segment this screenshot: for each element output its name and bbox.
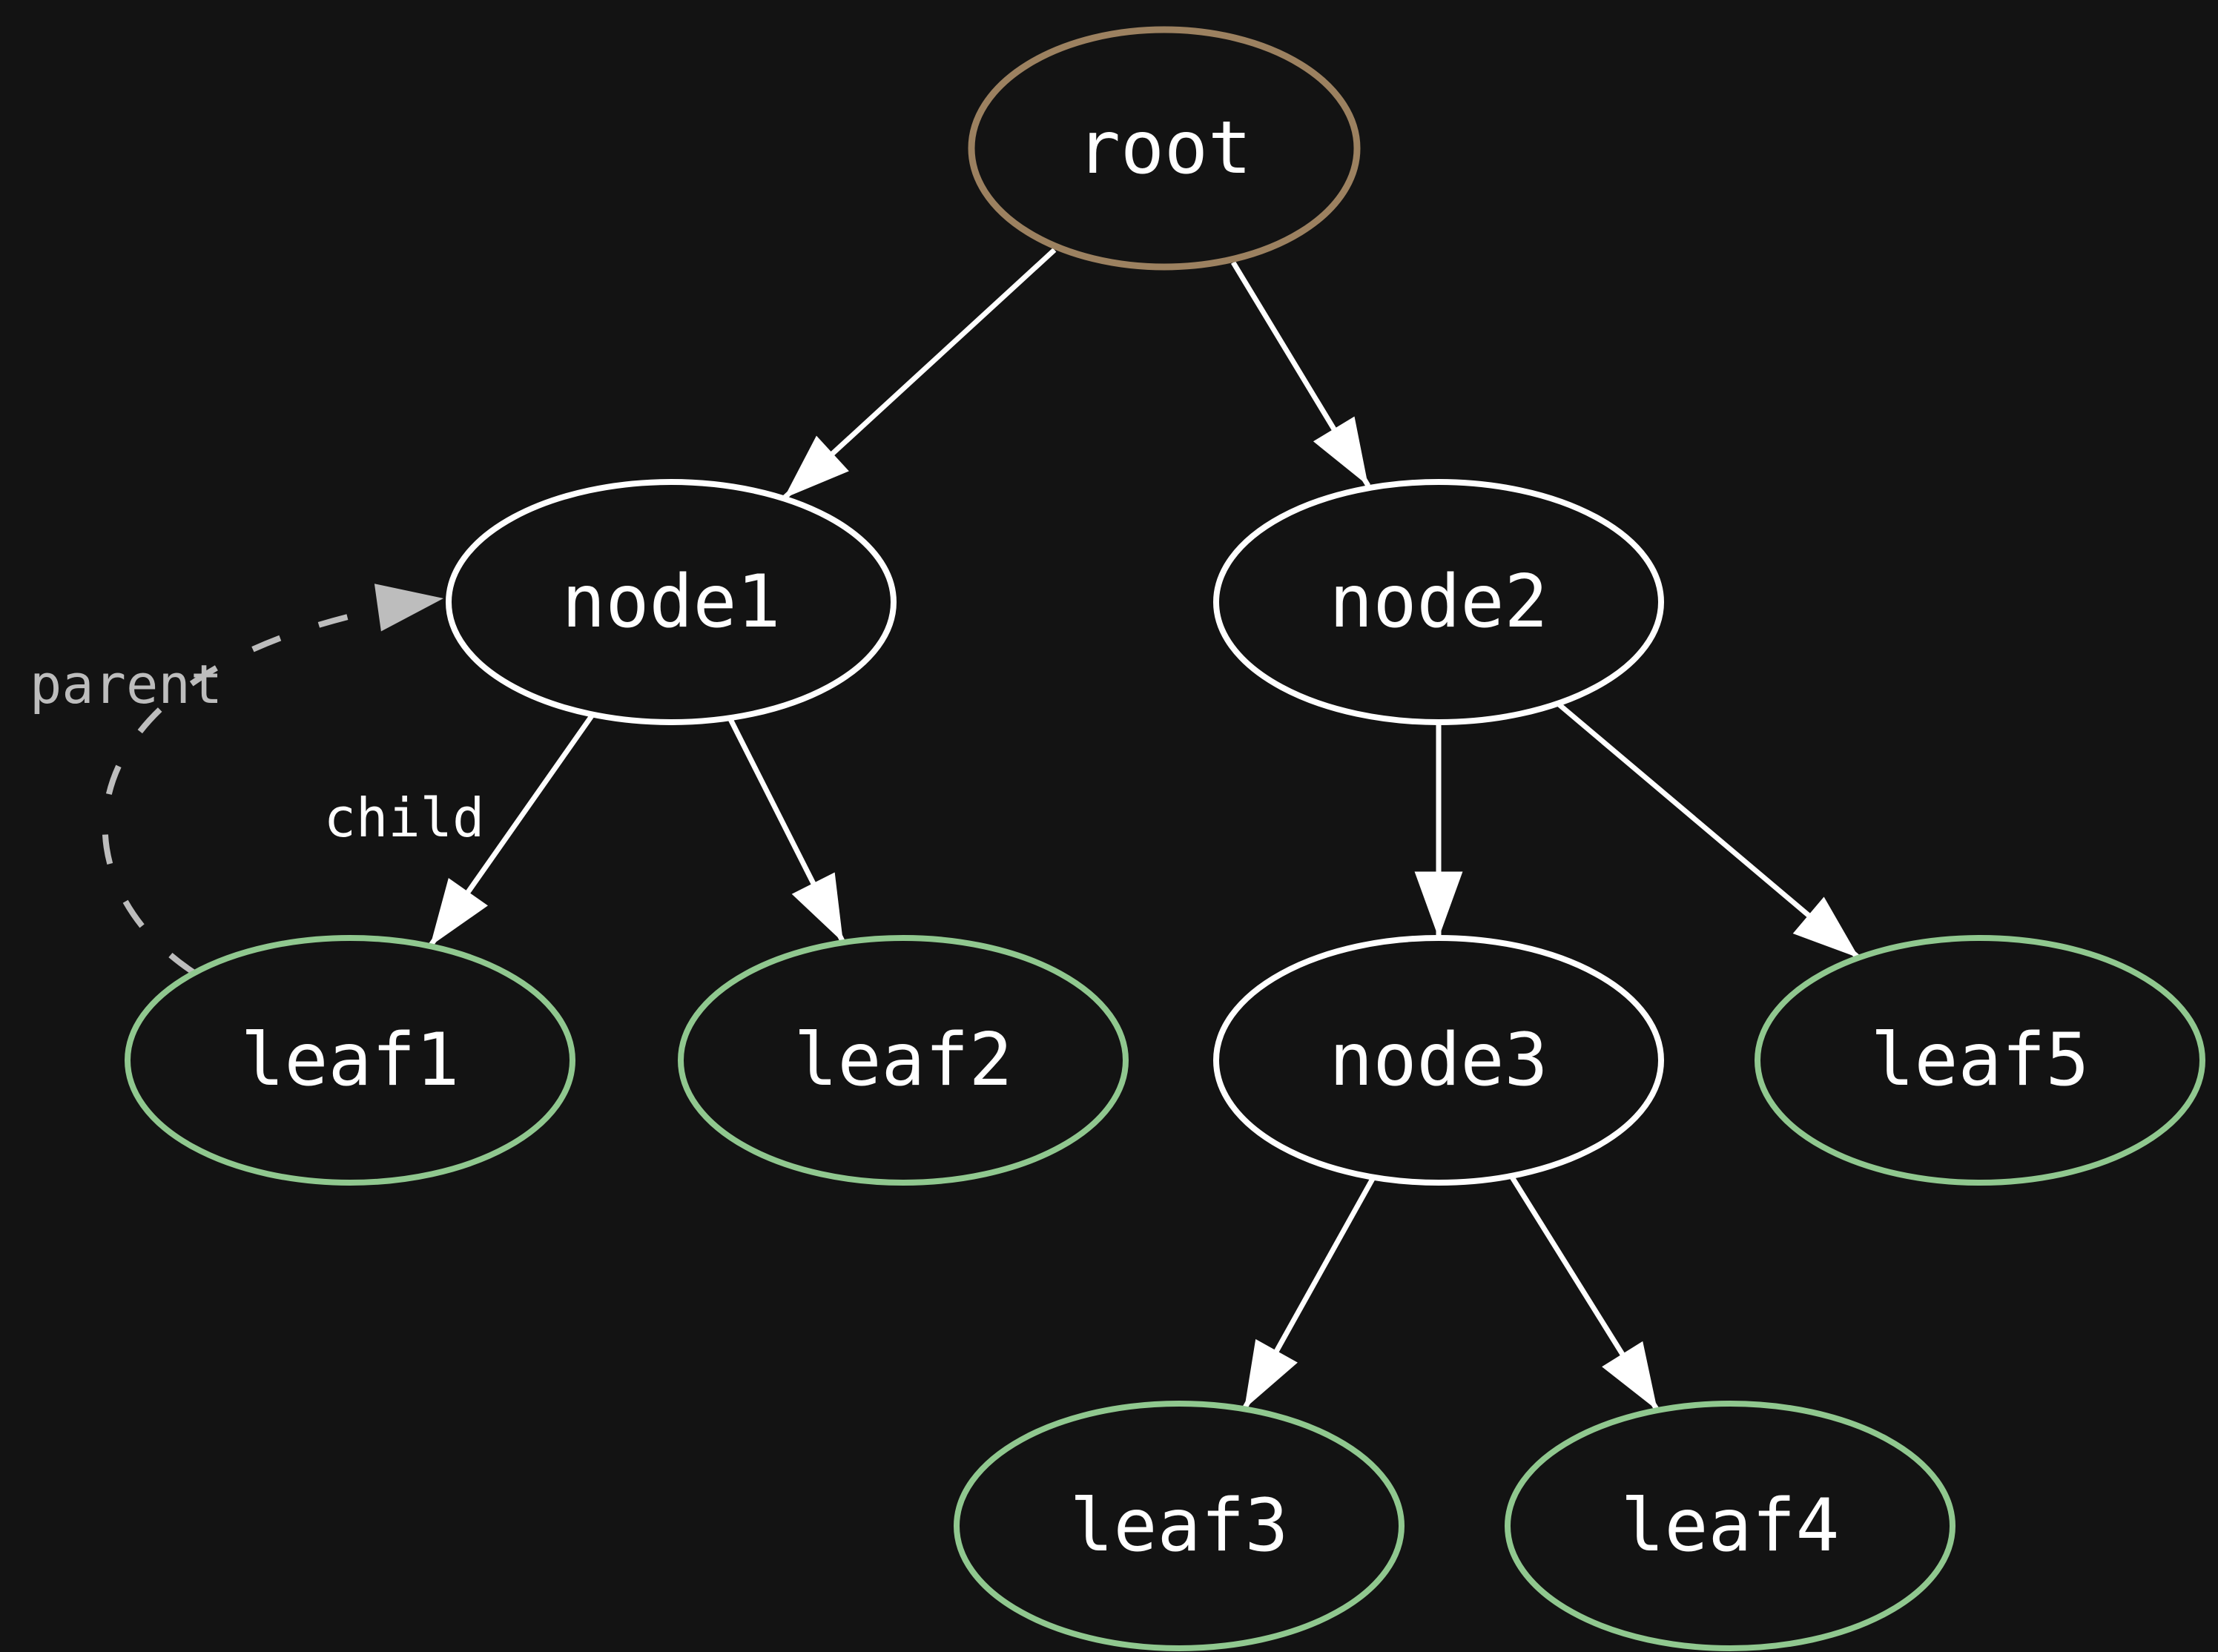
parent-edge: [102, 584, 444, 976]
node-leaf5: leaf5: [1755, 935, 2205, 1186]
node-ellipse-root: [968, 26, 1361, 271]
node-label-leaf5: leaf5: [1870, 1018, 2089, 1103]
node-label-leaf4: leaf4: [1620, 1484, 1839, 1568]
edge-node1-leaf2: [727, 716, 846, 944]
edge-label-child: child: [324, 787, 485, 849]
node-ellipse-node2: [1213, 479, 1664, 725]
edge-node3-leaf3: [1241, 1176, 1376, 1410]
edge-root-node2: [1231, 261, 1370, 487]
edge-label-parent: parent: [30, 653, 222, 716]
edge-node2-leaf5: [1556, 701, 1861, 960]
node-label-leaf2: leaf2: [793, 1018, 1012, 1103]
node-leaf1: leaf1: [125, 935, 575, 1186]
node-label-leaf1: leaf1: [240, 1018, 459, 1103]
node-ellipse-node3: [1213, 935, 1664, 1186]
node-node1: node1: [446, 479, 897, 725]
node-ellipse-leaf5: [1755, 935, 2205, 1186]
node-ellipse-leaf4: [1505, 1401, 1955, 1651]
node-ellipse-leaf3: [954, 1401, 1405, 1651]
edge-node3-leaf4: [1509, 1174, 1660, 1412]
node-ellipse-leaf1: [125, 935, 575, 1186]
node-ellipse-node1: [446, 479, 897, 725]
node-leaf3: leaf3: [954, 1401, 1405, 1651]
node-label-node2: node2: [1329, 560, 1548, 644]
node-label-node1: node1: [561, 560, 780, 644]
node-label-node3: node3: [1329, 1018, 1548, 1103]
node-root: root: [968, 26, 1361, 271]
node-label-leaf3: leaf3: [1069, 1484, 1288, 1568]
edge-root-node1: [782, 248, 1057, 500]
node-node2: node2: [1213, 479, 1664, 725]
node-leaf4: leaf4: [1505, 1401, 1955, 1651]
node-node3: node3: [1213, 935, 1664, 1186]
node-leaf2: leaf2: [678, 935, 1129, 1186]
node-label-root: root: [1077, 106, 1252, 191]
node-ellipse-leaf2: [678, 935, 1129, 1186]
edge-node1-leaf1: [428, 713, 595, 948]
